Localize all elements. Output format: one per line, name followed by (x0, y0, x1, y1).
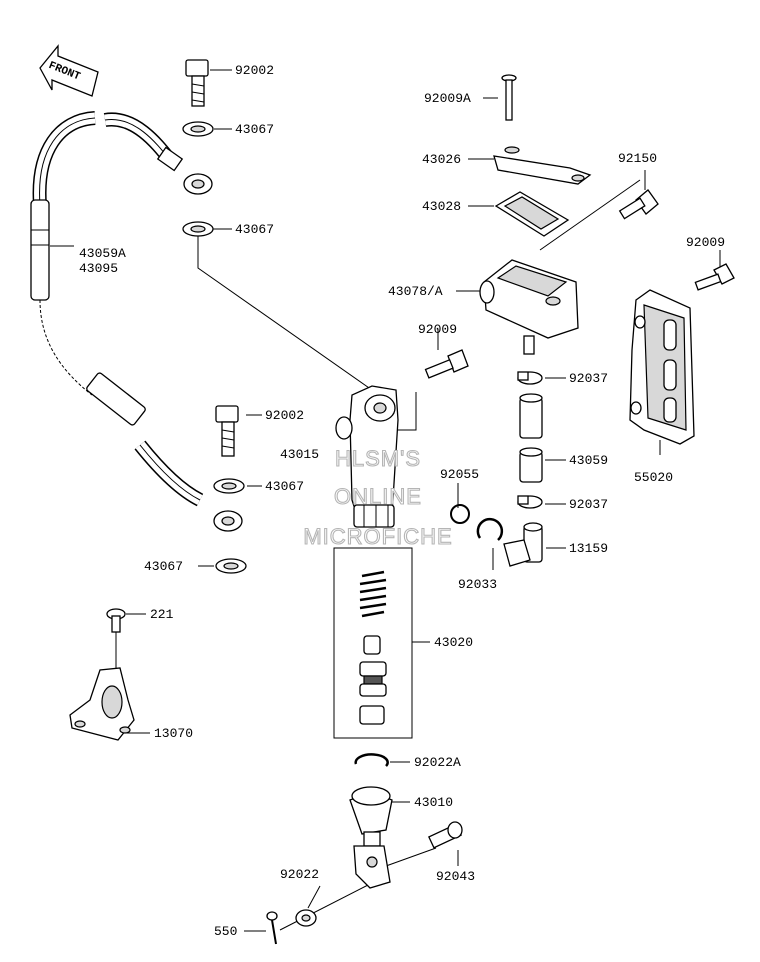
oring-92055 (450, 504, 470, 524)
washer-mid (182, 221, 214, 237)
banjo-bolt-lower (215, 405, 239, 457)
label-43067-bottom: 43067 (144, 559, 183, 574)
clamp-92037-bottom (517, 495, 543, 509)
bolt-92009-guard (694, 263, 735, 291)
clamp-92037-top (517, 371, 543, 385)
bracket-13070 (69, 667, 135, 741)
label-43095: 43095 (79, 261, 118, 276)
cotter-pin-550 (266, 911, 278, 945)
washer-lower (213, 478, 245, 494)
label-43067-top: 43067 (235, 122, 274, 137)
bolt-92150 (618, 189, 659, 220)
label-221: 221 (150, 607, 174, 622)
label-92043: 92043 (436, 869, 475, 884)
washer-top (182, 121, 214, 137)
elbow-13159 (503, 522, 543, 567)
washer-92022 (295, 909, 317, 927)
guard-55020 (629, 289, 695, 445)
label-43059A: 43059A (79, 246, 126, 261)
label-550: 550 (214, 924, 237, 939)
label-55020: 55020 (634, 470, 673, 485)
label-92002-lower: 92002 (265, 408, 304, 423)
label-43020: 43020 (434, 635, 473, 650)
screw-221 (106, 608, 126, 633)
screw-92009A (501, 74, 517, 121)
diaphragm-43028 (494, 191, 570, 237)
label-13159: 13159 (569, 541, 608, 556)
label-92009-cyl: 92009 (418, 322, 457, 337)
label-92037-bottom: 92037 (569, 497, 608, 512)
label-92037-top: 92037 (569, 371, 608, 386)
banjo-bolt-top (185, 59, 209, 107)
master-cylinder-43015 (335, 385, 399, 528)
hose-43059 (519, 393, 543, 483)
label-43067-lower: 43067 (265, 479, 304, 494)
watermark-line-1: HLSM'S (335, 446, 421, 471)
label-43015: 43015 (280, 447, 319, 462)
brake-hose (30, 111, 243, 532)
label-43026: 43026 (422, 152, 461, 167)
label-43059: 43059 (569, 453, 608, 468)
label-92002-top: 92002 (235, 63, 274, 78)
label-92033: 92033 (458, 577, 497, 592)
pushrod-43010 (349, 786, 393, 889)
pin-92043 (428, 821, 463, 849)
cap-43026 (493, 146, 592, 185)
label-43067-mid: 43067 (235, 222, 274, 237)
watermark: HLSM'S ONLINE MICROFICHE (303, 445, 452, 549)
snap-ring-92022A (354, 753, 389, 767)
label-92150: 92150 (618, 151, 657, 166)
part-labels: 92002 43067 43067 43059A 43095 92002 430… (79, 63, 725, 939)
watermark-line-2: ONLINE (334, 484, 422, 509)
label-92022A: 92022A (414, 755, 461, 770)
label-43028: 43028 (422, 199, 461, 214)
label-92009-guard: 92009 (686, 235, 725, 250)
front-arrow-icon: FRONT (39, 44, 99, 97)
label-13070: 13070 (154, 726, 193, 741)
watermark-line-3: MICROFICHE (303, 524, 452, 549)
piston-kit-43020 (333, 547, 413, 739)
washer-bottom (215, 558, 247, 574)
label-43010: 43010 (414, 795, 453, 810)
reservoir-43078 (479, 259, 579, 355)
bolt-92009-cyl (424, 349, 469, 379)
circlip-92033 (476, 517, 504, 541)
label-92055: 92055 (440, 467, 479, 482)
label-43078A: 43078/A (388, 284, 443, 299)
label-92009A: 92009A (424, 91, 471, 106)
label-92022: 92022 (280, 867, 319, 882)
